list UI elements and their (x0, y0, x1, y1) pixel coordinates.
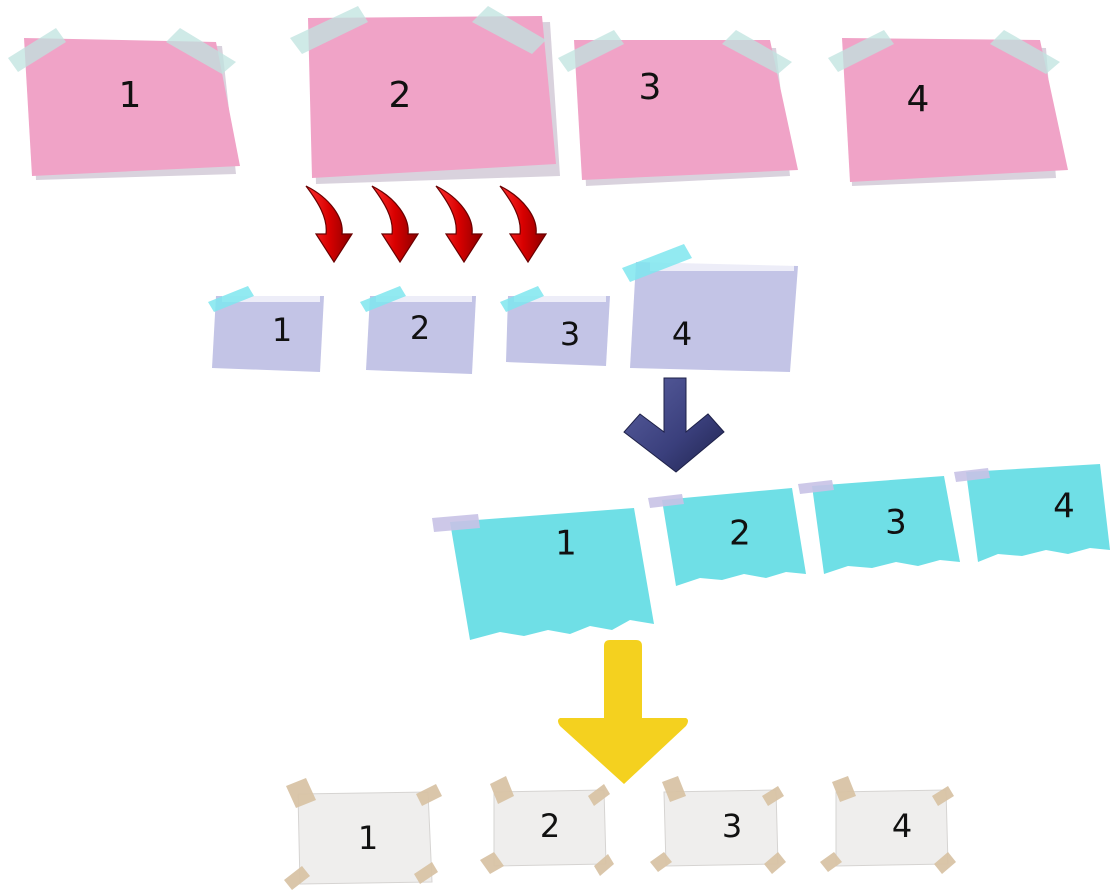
tape-strip (662, 776, 686, 802)
tape-strip (472, 6, 546, 54)
tape-strip (360, 286, 406, 312)
tape-strip (416, 784, 442, 806)
tape-strip (414, 862, 438, 884)
cyan-note-3: 3 (798, 476, 960, 574)
note-number: 2 (729, 514, 751, 554)
tape-strip (650, 852, 672, 872)
curved-down-arrow-icon (371, 185, 420, 264)
tape-strip (648, 494, 684, 508)
pink-note-row: 1 2 3 4 (8, 6, 1068, 186)
curved-down-arrow-icon (499, 185, 548, 264)
tape-strip (762, 786, 784, 806)
pink-note-1: 1 (8, 28, 240, 180)
tape-strip (490, 776, 514, 804)
paper-note-row: 1 2 3 4 (284, 776, 956, 890)
pink-note-4: 4 (828, 30, 1068, 186)
tape-strip (166, 28, 236, 74)
pink-note-3: 3 (558, 30, 798, 186)
tape-strip (764, 852, 786, 874)
tape-strip (798, 480, 834, 494)
tape-strip (290, 6, 368, 54)
curved-down-arrow-icon (435, 185, 484, 264)
tape-strip (588, 784, 610, 806)
tape-strip (8, 28, 66, 72)
tape-strip (954, 468, 990, 482)
curved-down-arrow-icon (305, 185, 354, 264)
note-number: 3 (722, 807, 742, 845)
tape-strip (828, 30, 894, 72)
lavender-note-1: 1 (208, 286, 324, 372)
cyan-note-4: 4 (954, 464, 1110, 562)
paper-note-3: 3 (650, 776, 786, 874)
lavender-note-row: 1 2 3 4 (208, 244, 798, 374)
tape-strip (932, 786, 954, 806)
block-down-arrow-icon (558, 640, 688, 784)
paper-note-2: 2 (480, 776, 614, 876)
tape-strip (558, 30, 624, 72)
tape-strip (832, 776, 856, 802)
note-number: 4 (672, 315, 692, 353)
note-number: 4 (892, 807, 912, 845)
tape-strip (934, 852, 956, 874)
note-number: 1 (119, 75, 142, 116)
chevron-down-arrow-icon (623, 377, 725, 473)
tape-strip (500, 286, 544, 312)
lavender-note-3: 3 (500, 286, 610, 366)
tape-strip (594, 854, 614, 876)
note-number: 2 (410, 309, 430, 347)
note-number: 3 (885, 503, 907, 543)
tape-strip (208, 286, 254, 312)
cyan-note-1: 1 (432, 508, 654, 640)
red-arrow-group (305, 185, 548, 264)
paper-note-4: 4 (820, 776, 956, 874)
note-number: 1 (555, 524, 577, 564)
lavender-note-2: 2 (360, 286, 476, 374)
note-number: 2 (540, 807, 560, 845)
tape-strip (990, 30, 1060, 74)
cyan-note-2: 2 (648, 488, 806, 586)
cyan-note-row: 1 2 3 4 (432, 464, 1110, 640)
tape-strip (622, 244, 692, 282)
note-number: 3 (560, 315, 580, 353)
tape-strip (820, 852, 842, 872)
tape-strip (480, 852, 504, 874)
note-number: 1 (272, 311, 292, 349)
lavender-note-4: 4 (622, 244, 798, 372)
note-number: 3 (639, 67, 662, 108)
pink-note-2: 2 (290, 6, 560, 184)
paper-note-1: 1 (284, 778, 442, 890)
tape-strip (432, 514, 480, 532)
note-number: 4 (907, 79, 930, 120)
note-number: 4 (1053, 487, 1075, 527)
tape-strip (286, 778, 316, 808)
tape-strip (722, 30, 792, 74)
note-number: 1 (358, 819, 378, 857)
note-number: 2 (389, 75, 412, 116)
tape-strip (284, 866, 310, 890)
